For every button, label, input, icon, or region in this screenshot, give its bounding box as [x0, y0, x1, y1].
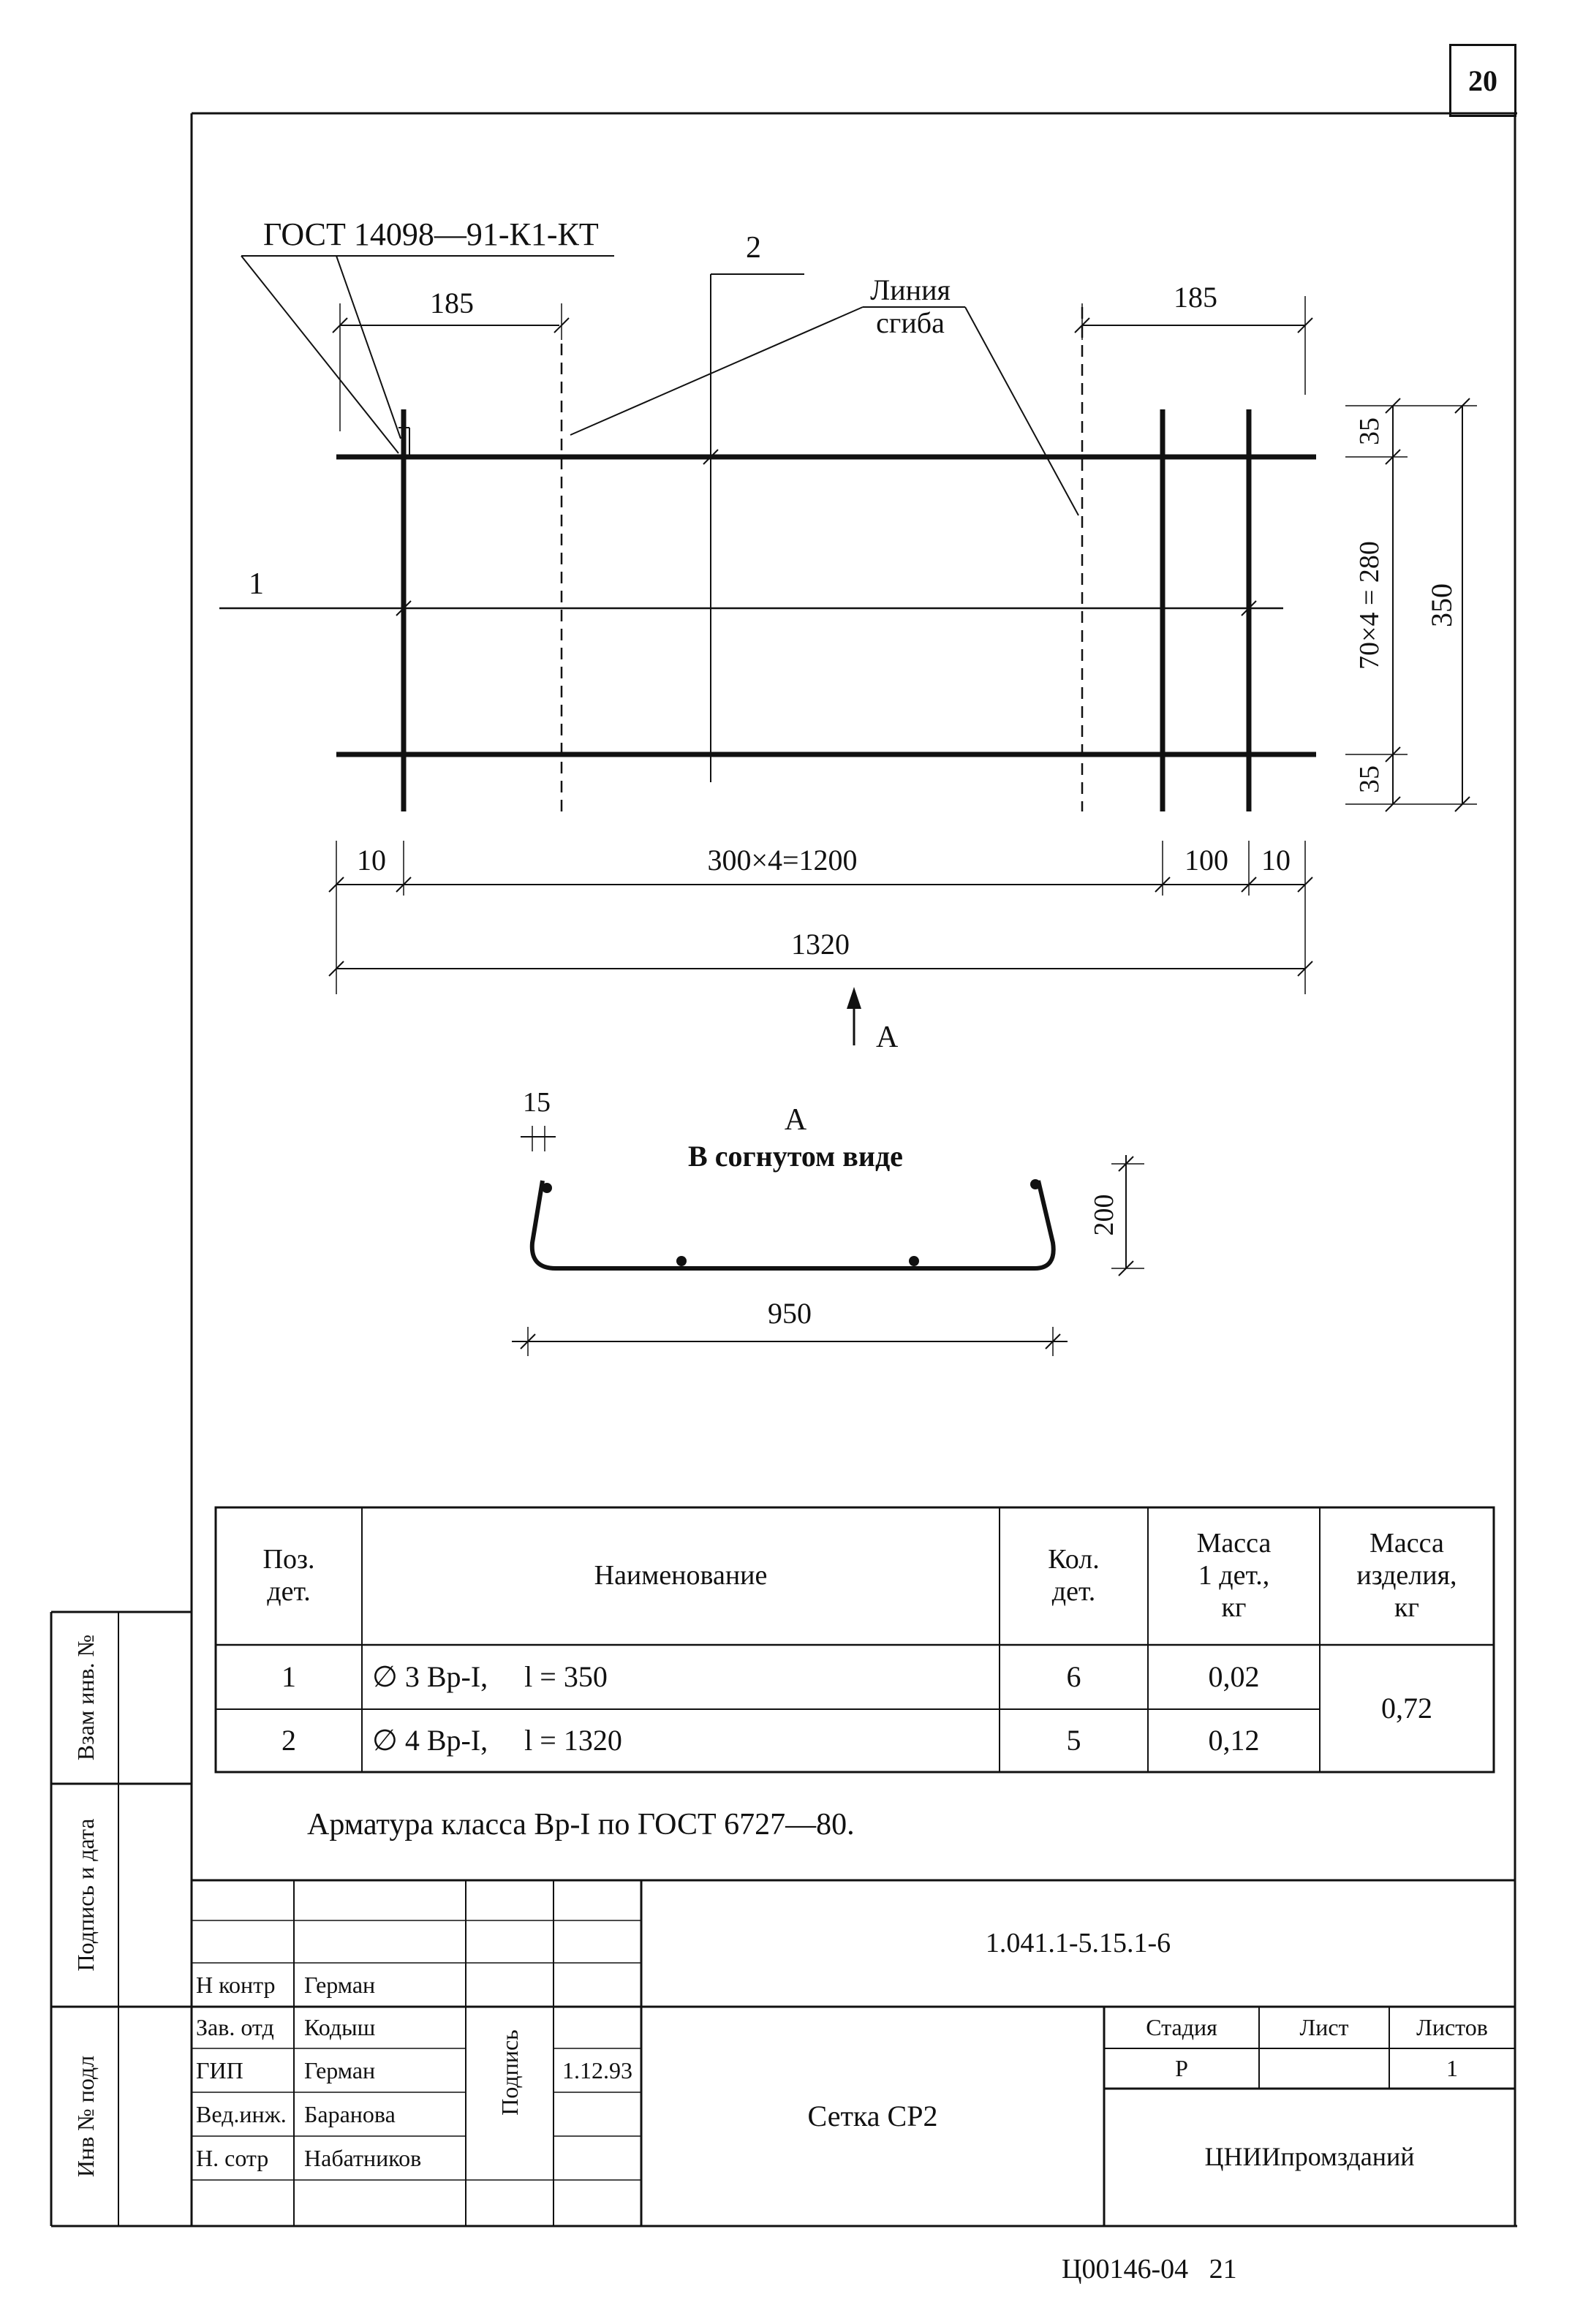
- row-2-name: ∅ 4 Вр-I, l = 1320: [372, 1724, 622, 1757]
- stamp-podpis: Подпись и дата: [72, 1819, 99, 1972]
- row-2-mass: 0,12: [1208, 1724, 1260, 1757]
- name-n-sotr: Набатников: [304, 2144, 422, 2171]
- dim-185-right: 185: [1174, 281, 1217, 314]
- dim-1320: 1320: [791, 928, 850, 961]
- sheet-value: [1259, 2048, 1389, 2089]
- pos-2-label: 2: [746, 231, 761, 265]
- role-zav-otd: Зав. отд: [196, 2014, 274, 2041]
- item-name: Сетка СР2: [807, 2100, 938, 2132]
- sign-date: 1.12.93: [562, 2056, 632, 2083]
- dim-10-left: 10: [357, 844, 386, 877]
- name-zav-otd: Кодыш: [304, 2014, 376, 2041]
- header-qty: Кол. дет.: [1048, 1544, 1100, 1607]
- sheets-value: 1: [1446, 2055, 1458, 2082]
- signature-label: Подпись: [496, 2029, 523, 2116]
- role-n-sotr: Н. сотр: [196, 2144, 269, 2171]
- stage-header: Стадия: [1146, 2014, 1217, 2041]
- view-arrow-label: А: [876, 1021, 899, 1054]
- header-name: Наименование: [594, 1560, 768, 1591]
- row-1-mass: 0,02: [1208, 1660, 1260, 1693]
- note-text: Арматура класса Вр-I по ГОСТ 6727—80.: [307, 1808, 855, 1842]
- standard-label: ГОСТ 14098—91-К1-КТ: [263, 216, 599, 252]
- page-number-box: 20: [1449, 44, 1516, 117]
- header-mass-one: Масса 1 дет., кг: [1196, 1528, 1272, 1623]
- row-2-pos: 2: [282, 1724, 296, 1757]
- stage-value: Р: [1175, 2055, 1188, 2082]
- section-caption: В согнутом виде: [688, 1140, 903, 1173]
- name-ved-inzh: Баранова: [304, 2100, 396, 2127]
- dim-35-top: 35: [1354, 417, 1385, 445]
- row-1-pos: 1: [282, 1660, 296, 1693]
- role-gip: ГИП: [196, 2056, 243, 2083]
- bend-line-label-1: Линия: [870, 273, 951, 306]
- name-n-kontr: Герман: [304, 1971, 376, 1998]
- dim-300x4: 300×4=1200: [707, 844, 857, 877]
- dim-200: 200: [1089, 1195, 1119, 1236]
- dim-15: 15: [523, 1087, 551, 1118]
- dim-350: 350: [1425, 583, 1458, 627]
- stamp-vzam: Взам инв. №: [72, 1635, 99, 1760]
- row-2-qty: 5: [1066, 1724, 1081, 1757]
- total-mass: 0,72: [1381, 1692, 1432, 1725]
- name-gip: Герман: [304, 2056, 376, 2083]
- header-pos: Поз. дет.: [262, 1544, 315, 1607]
- section-label: А: [785, 1103, 807, 1137]
- footer-code: Ц00146-04 21: [1062, 2254, 1237, 2285]
- sheets-header: Листов: [1416, 2014, 1488, 2041]
- role-n-kontr: Н контр: [196, 1971, 276, 1998]
- row-1-qty: 6: [1066, 1660, 1081, 1693]
- bend-line-label-2: сгиба: [876, 306, 945, 339]
- dim-950: 950: [768, 1297, 812, 1330]
- designation: 1.041.1-5.15.1-6: [985, 1927, 1171, 1958]
- dim-185-left: 185: [430, 287, 474, 319]
- organization: ЦНИИпромзданий: [1204, 2142, 1415, 2172]
- pos-1-label: 1: [249, 567, 264, 601]
- role-ved-inzh: Вед.инж.: [196, 2100, 287, 2127]
- header-mass-total: Масса изделия, кг: [1356, 1528, 1457, 1623]
- stamp-inv: Инв № подл: [72, 2056, 99, 2177]
- dim-35-bottom: 35: [1354, 765, 1385, 793]
- sheet-header: Лист: [1299, 2014, 1349, 2041]
- page-number: 20: [1468, 64, 1497, 97]
- dim-100: 100: [1185, 844, 1228, 877]
- dim-70x4: 70×4 = 280: [1354, 541, 1385, 670]
- dim-10-right: 10: [1261, 844, 1291, 877]
- bent-profile: [529, 1180, 1056, 1271]
- row-1-name: ∅ 3 Вр-I, l = 350: [372, 1660, 608, 1693]
